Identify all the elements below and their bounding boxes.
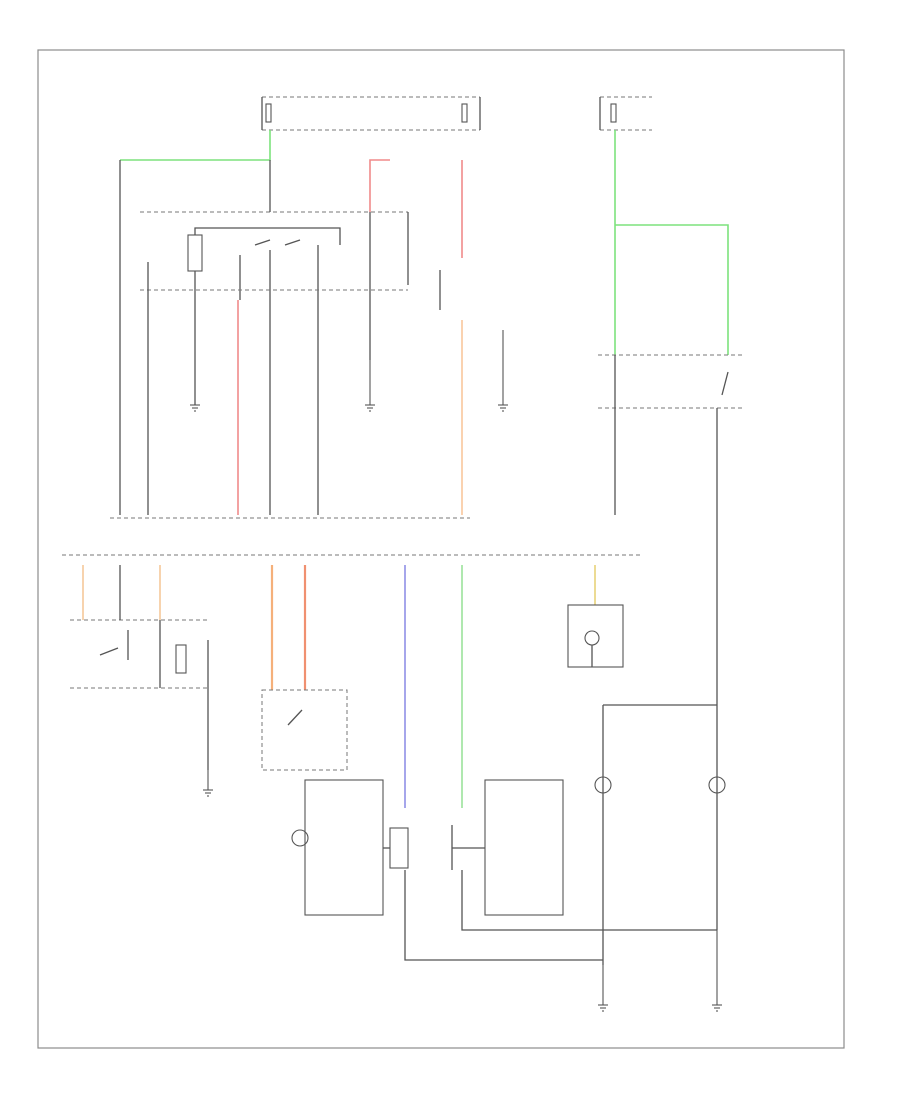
instrument-cluster-lamp (567, 604, 624, 668)
fuse-block-hot-at-all-times (261, 96, 481, 131)
bus-wire-lower (404, 870, 603, 961)
lower-left-switch (70, 565, 210, 770)
right-relay-section (598, 354, 745, 930)
ground-upper-2 (365, 360, 375, 412)
ground-upper-3 (498, 330, 508, 412)
wire-green-top (120, 130, 271, 161)
right-module (451, 779, 564, 916)
lamp-right-turn (708, 776, 726, 794)
ground-bottom-left (598, 965, 608, 1012)
left-module (291, 779, 409, 916)
upper-switch-section (119, 160, 441, 515)
ground-upper-1 (190, 404, 200, 412)
ground-lower-left (203, 770, 213, 797)
lamp-left-turn (594, 704, 717, 965)
wire-red-top (369, 159, 390, 212)
fuse-block-right (599, 96, 652, 131)
wire-green-loop (615, 224, 729, 355)
bus-wire-upper (461, 870, 717, 931)
center-relay-box (261, 689, 348, 771)
ground-bottom-right (712, 930, 722, 1012)
diagram-frame (37, 49, 845, 1049)
